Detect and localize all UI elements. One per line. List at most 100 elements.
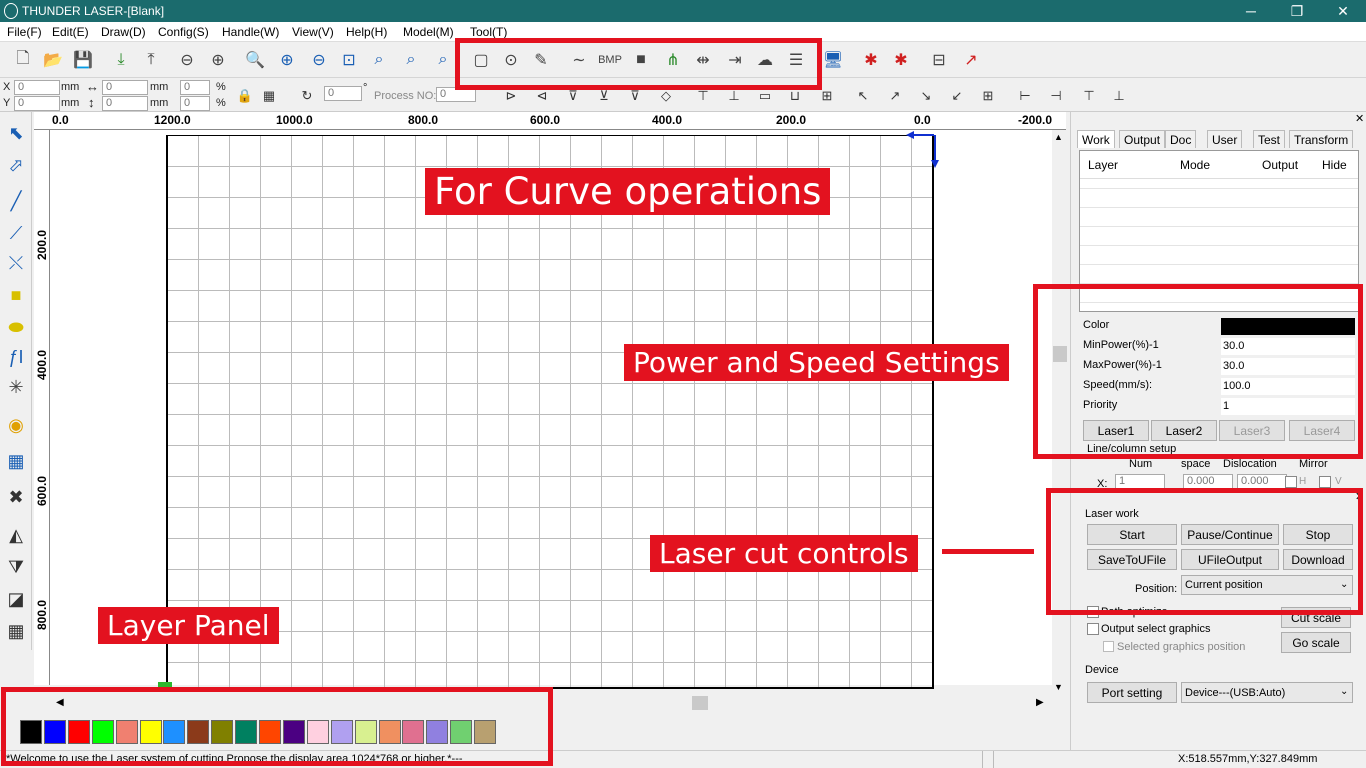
close-button[interactable]: ✕ [1337, 3, 1349, 19]
palette-swatch[interactable] [43, 720, 66, 744]
group-icon[interactable]: ⊔ [789, 88, 801, 103]
menu-handle[interactable]: Handle(W) [222, 25, 280, 39]
prop-color-row[interactable]: Color [1079, 315, 1355, 335]
camera-tool-icon[interactable]: ◉ [8, 414, 24, 435]
distribute-icon[interactable]: ⇹ [696, 52, 710, 69]
line-num-input[interactable]: 1 [1115, 474, 1165, 489]
menu-edit[interactable]: Edit(E) [52, 25, 89, 39]
dot-tool-icon[interactable]: ✳ [8, 376, 24, 397]
align-top-icon[interactable]: ⊽ [568, 88, 578, 103]
menu-model[interactable]: Model(M) [403, 25, 454, 39]
output-select-checkbox[interactable] [1087, 623, 1099, 635]
laser-pen-icon[interactable]: ↗ [964, 52, 978, 69]
zoom-out-icon[interactable]: ⊖ [312, 52, 326, 69]
list-icon[interactable]: ☰ [788, 52, 804, 69]
rectangle-tool-icon[interactable]: ■ [10, 284, 22, 305]
align-left-icon[interactable]: ⊳ [505, 88, 517, 103]
array-tool-icon[interactable]: ▦ [7, 620, 25, 641]
nw-icon[interactable]: ↖ [857, 88, 869, 103]
download-button[interactable]: Download [1283, 549, 1353, 570]
palette-swatch[interactable] [402, 720, 425, 744]
tab-doc[interactable]: Doc [1165, 130, 1197, 148]
save-icon[interactable]: 💾 [73, 52, 93, 69]
curve-smooth-icon[interactable]: ∼ [572, 52, 586, 69]
cross-red2-icon[interactable]: ✱ [894, 52, 908, 69]
port-setting-button[interactable]: Port setting [1087, 682, 1177, 703]
scroll-left-icon[interactable]: ◀ [56, 697, 64, 708]
align-bottom-icon[interactable]: ⊻ [599, 88, 609, 103]
menu-draw[interactable]: Draw(D) [101, 25, 146, 39]
text-tool-icon[interactable]: ƒI [8, 346, 24, 367]
height-input[interactable]: 0 [102, 96, 148, 111]
delete-tool-icon[interactable]: ✖ [8, 486, 24, 507]
curve-tool-icon[interactable]: ⤬ [8, 252, 24, 273]
same-width-icon[interactable]: ⊤ [697, 88, 709, 103]
selected-pos-checkbox[interactable] [1103, 641, 1114, 652]
laser3-button[interactable]: Laser3 [1219, 420, 1285, 441]
align-center-icon[interactable]: ⊲ [536, 88, 548, 103]
menu-tool[interactable]: Tool(T) [470, 25, 508, 39]
grid-position-icon[interactable]: ▦ [262, 88, 276, 103]
laser1-button[interactable]: Laser1 [1083, 420, 1149, 441]
height-lock-icon[interactable]: ↕ [88, 95, 95, 110]
zoom-page-icon[interactable]: ⊡ [342, 52, 356, 69]
priority-input[interactable]: 1 [1221, 398, 1355, 415]
maxpower-input[interactable]: 30.0 [1221, 358, 1355, 375]
scroll-thumb[interactable] [692, 696, 708, 710]
tab-transform[interactable]: Transform [1289, 130, 1354, 148]
tab-output[interactable]: Output [1119, 130, 1166, 148]
device-select[interactable]: Device---(USB:Auto) ⌄ [1181, 682, 1353, 703]
lock-icon[interactable]: 🔒 [236, 88, 254, 103]
cloud-icon[interactable]: ☁ [757, 52, 773, 69]
scroll-thumb[interactable] [1053, 346, 1067, 362]
mirror-h-checkbox[interactable] [1285, 476, 1297, 488]
go-scale-button[interactable]: Go scale [1281, 632, 1351, 653]
menu-help[interactable]: Help(H) [346, 25, 388, 39]
zoom-all-icon[interactable]: ⌕ [406, 51, 416, 68]
width-lock-icon[interactable]: ↔ [86, 79, 99, 94]
ne-icon[interactable]: ↗ [889, 88, 901, 103]
palette-swatch[interactable] [450, 720, 473, 744]
palette-swatch[interactable] [20, 720, 42, 744]
fill-icon[interactable]: ■ [636, 51, 646, 68]
scroll-right-icon[interactable]: ▶ [1036, 697, 1044, 708]
pause-continue-button[interactable]: Pause/Continue [1181, 524, 1279, 545]
zoom-selection-icon[interactable]: ⌕ [438, 51, 448, 68]
width-percent-input[interactable]: 0 [180, 80, 210, 95]
menu-view[interactable]: View(V) [292, 25, 334, 39]
palette-swatch[interactable] [211, 720, 234, 744]
prop-speed-row[interactable]: Speed(mm/s):100.0 [1079, 375, 1355, 395]
drawing-canvas[interactable] [50, 130, 1052, 692]
mirror-v-tool-icon[interactable]: ⧩ [7, 556, 25, 577]
palette-swatch[interactable] [474, 720, 497, 744]
laser4-button[interactable]: Laser4 [1289, 420, 1355, 441]
zoom-in-icon[interactable]: ⊕ [280, 52, 294, 69]
laser2-button[interactable]: Laser2 [1151, 420, 1217, 441]
palette-swatch[interactable] [139, 720, 162, 744]
scroll-up-icon[interactable]: ▲ [1054, 132, 1063, 142]
rotate-input[interactable]: 0 [324, 86, 362, 101]
align-icon[interactable]: ⇥ [728, 52, 742, 69]
rotate-icon[interactable]: ↻ [301, 88, 313, 103]
stop-button[interactable]: Stop [1283, 524, 1353, 545]
width-input[interactable]: 0 [102, 80, 148, 95]
line-space-input[interactable]: 0.000 [1183, 474, 1233, 489]
cross-red-icon[interactable]: ✱ [864, 52, 878, 69]
same-height-icon[interactable]: ⊥ [728, 88, 740, 103]
bmp-button[interactable]: BMP [598, 54, 622, 66]
palette-swatch[interactable] [187, 720, 210, 744]
x-input[interactable]: 0 [14, 80, 60, 95]
mirror-h-tool-icon[interactable]: ◭ [9, 524, 23, 545]
position-select[interactable]: Current position ⌄ [1181, 575, 1353, 595]
minpower-input[interactable]: 30.0 [1221, 338, 1355, 355]
undo-icon[interactable]: ⊖ [180, 52, 194, 69]
bottom-edge-icon[interactable]: ⊥ [1113, 88, 1125, 103]
restore-button[interactable]: ❐ [1290, 3, 1304, 19]
new-file-icon[interactable]: 🗋 [16, 49, 30, 67]
tab-test[interactable]: Test [1253, 130, 1286, 148]
right-edge-icon[interactable]: ⊣ [1050, 88, 1062, 103]
ufile-output-button[interactable]: UFileOutput [1181, 549, 1279, 570]
mirror-v-checkbox[interactable] [1319, 476, 1331, 488]
curve-edit-icon[interactable]: ✎ [534, 52, 548, 69]
